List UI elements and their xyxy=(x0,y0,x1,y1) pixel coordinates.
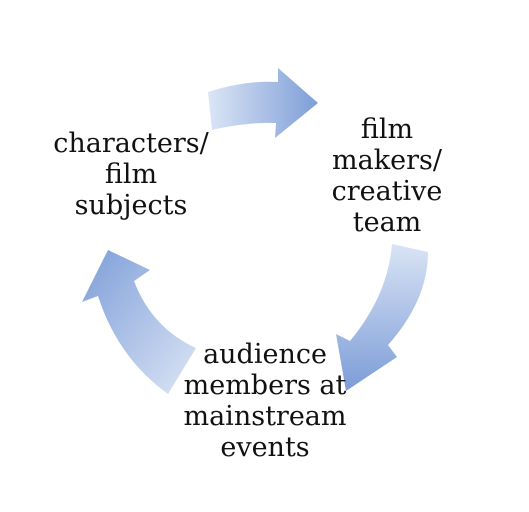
node-text-line: audience xyxy=(203,339,327,370)
node-text-line: events xyxy=(220,432,310,463)
cycle-arrow-audience-to-characters xyxy=(82,250,196,394)
node-characters-film-subjects: characters/ film subjects xyxy=(42,128,220,221)
node-text-line: mainstream xyxy=(183,401,347,432)
node-text-line: film xyxy=(104,159,158,190)
cycle-arrow-characters-to-filmmakers xyxy=(208,68,318,138)
node-text-line: makers/ xyxy=(332,145,442,176)
node-text-line: subjects xyxy=(74,190,188,221)
cycle-arrow-filmmakers-to-audience xyxy=(336,244,428,391)
node-text-line: film xyxy=(360,114,414,145)
node-text-line: members at xyxy=(183,370,347,401)
node-text-line: team xyxy=(352,207,422,238)
node-text-line: characters/ xyxy=(53,128,209,159)
node-film-makers-creative-team: film makers/ creative team xyxy=(318,114,456,238)
node-text-line: creative xyxy=(331,176,443,207)
node-audience-members: audience members at mainstream events xyxy=(170,339,360,463)
